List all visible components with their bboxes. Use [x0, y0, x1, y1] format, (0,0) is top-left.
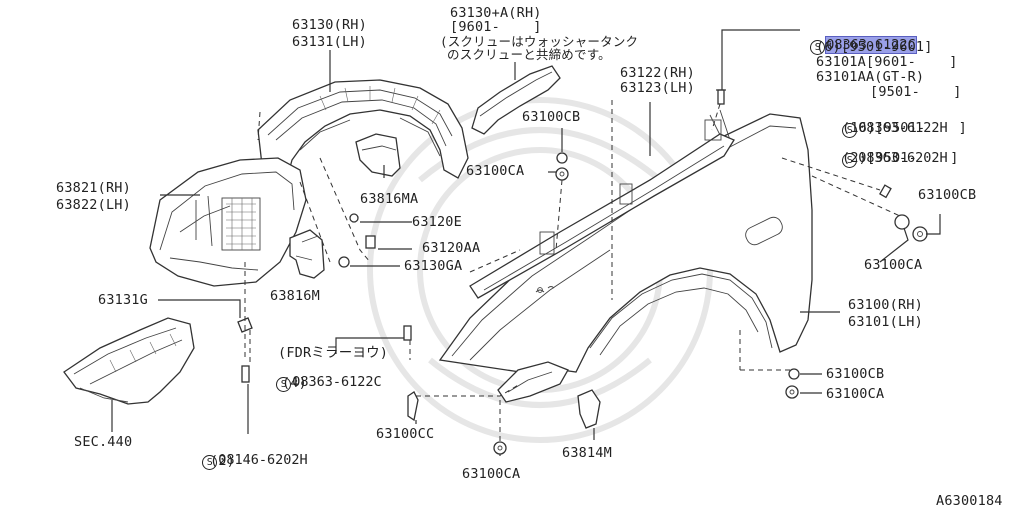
label-liner-front-rh: 63821(RH): [56, 180, 131, 196]
label-sec: SEC.440: [74, 434, 133, 450]
label-clip-ca-bottom: 63100CA: [826, 386, 885, 402]
s-circle-icon: S: [842, 123, 858, 138]
label-clip-ca-lower: 63100CA: [462, 466, 521, 482]
label-clip-cb-top: 63100CB: [522, 109, 581, 125]
fasteners: [237, 89, 928, 455]
front-liner-part: [149, 157, 307, 287]
label-clip-ga: 63130GA: [404, 258, 463, 274]
s-circle-icon: S: [202, 455, 218, 470]
label-protector-a-rh: 63130+A(RH): [450, 5, 542, 21]
label-bolt-c-qty: (2)[9501- ]: [842, 150, 959, 166]
seal-ma-part: [355, 133, 401, 177]
label-seal-m: 63816M: [270, 288, 320, 304]
label-fender-lh: 63101(LH): [848, 314, 923, 330]
label-grommet-g: 63131G: [98, 292, 148, 308]
label-clip-cb-bottom: 63100CB: [826, 366, 885, 382]
top-bolt-code[interactable]: 08363-6122C: [825, 36, 917, 54]
label-top-bolt-qty: (6)[9501-9601]: [816, 39, 933, 55]
label-mirror-note: (FDRミラーヨウ): [278, 345, 389, 361]
fender-rail-part: [469, 119, 735, 299]
label-rail-rh: 63122(RH): [620, 65, 695, 81]
s-circle-icon: S: [842, 153, 858, 168]
label-protector-a-date: [9601- ]: [450, 19, 542, 35]
label-fender-aa-date: [9501- ]: [870, 84, 962, 100]
seal-m-part: [289, 229, 325, 279]
label-bolt-b-qty: (16)[9501- ]: [842, 120, 967, 136]
label-clip-e: 63120E: [412, 214, 462, 230]
label-liner-front-lh: 63822(LH): [56, 197, 131, 213]
lower-bracket-part: [407, 361, 601, 429]
label-fender-liner-rh: 63130(RH): [292, 17, 367, 33]
sec440-part: [63, 317, 195, 405]
label-fender-a: 63101A[9601- ]: [816, 54, 958, 70]
label-clip-ca-top: 63100CA: [466, 163, 525, 179]
label-rail-lh: 63123(LH): [620, 80, 695, 96]
label-clip-cc: 63100CC: [376, 426, 435, 442]
label-bolt-mirror-qty: (4): [282, 375, 307, 391]
label-seal-ma: 63816MA: [360, 191, 419, 207]
label-bracket: 63814M: [562, 445, 612, 461]
label-clip-aa: 63120AA: [422, 240, 481, 256]
label-fender-aa: 63101AA(GT-R): [816, 69, 925, 85]
s-circle-icon: S: [276, 377, 292, 392]
alignment-lines: [244, 100, 901, 442]
label-protector-note-2: のスクリューと共締めです。: [447, 47, 611, 62]
label-fender-liner-lh: 63131(LH): [292, 34, 367, 50]
label-clip-ca-right: 63100CA: [864, 257, 923, 273]
label-fender-rh: 63100(RH): [848, 297, 923, 313]
label-bolt-bottom-qty: (2): [210, 453, 235, 469]
figure-id: A6300184: [936, 493, 1003, 509]
label-protector-note-1: (スクリューはウォッシャータンク: [440, 34, 639, 49]
leader-lines: [111, 29, 941, 456]
s-circle-icon: S: [810, 40, 826, 55]
fender-part: [438, 109, 813, 373]
protector-part: [471, 65, 561, 135]
label-clip-cb-right: 63100CB: [918, 187, 977, 203]
